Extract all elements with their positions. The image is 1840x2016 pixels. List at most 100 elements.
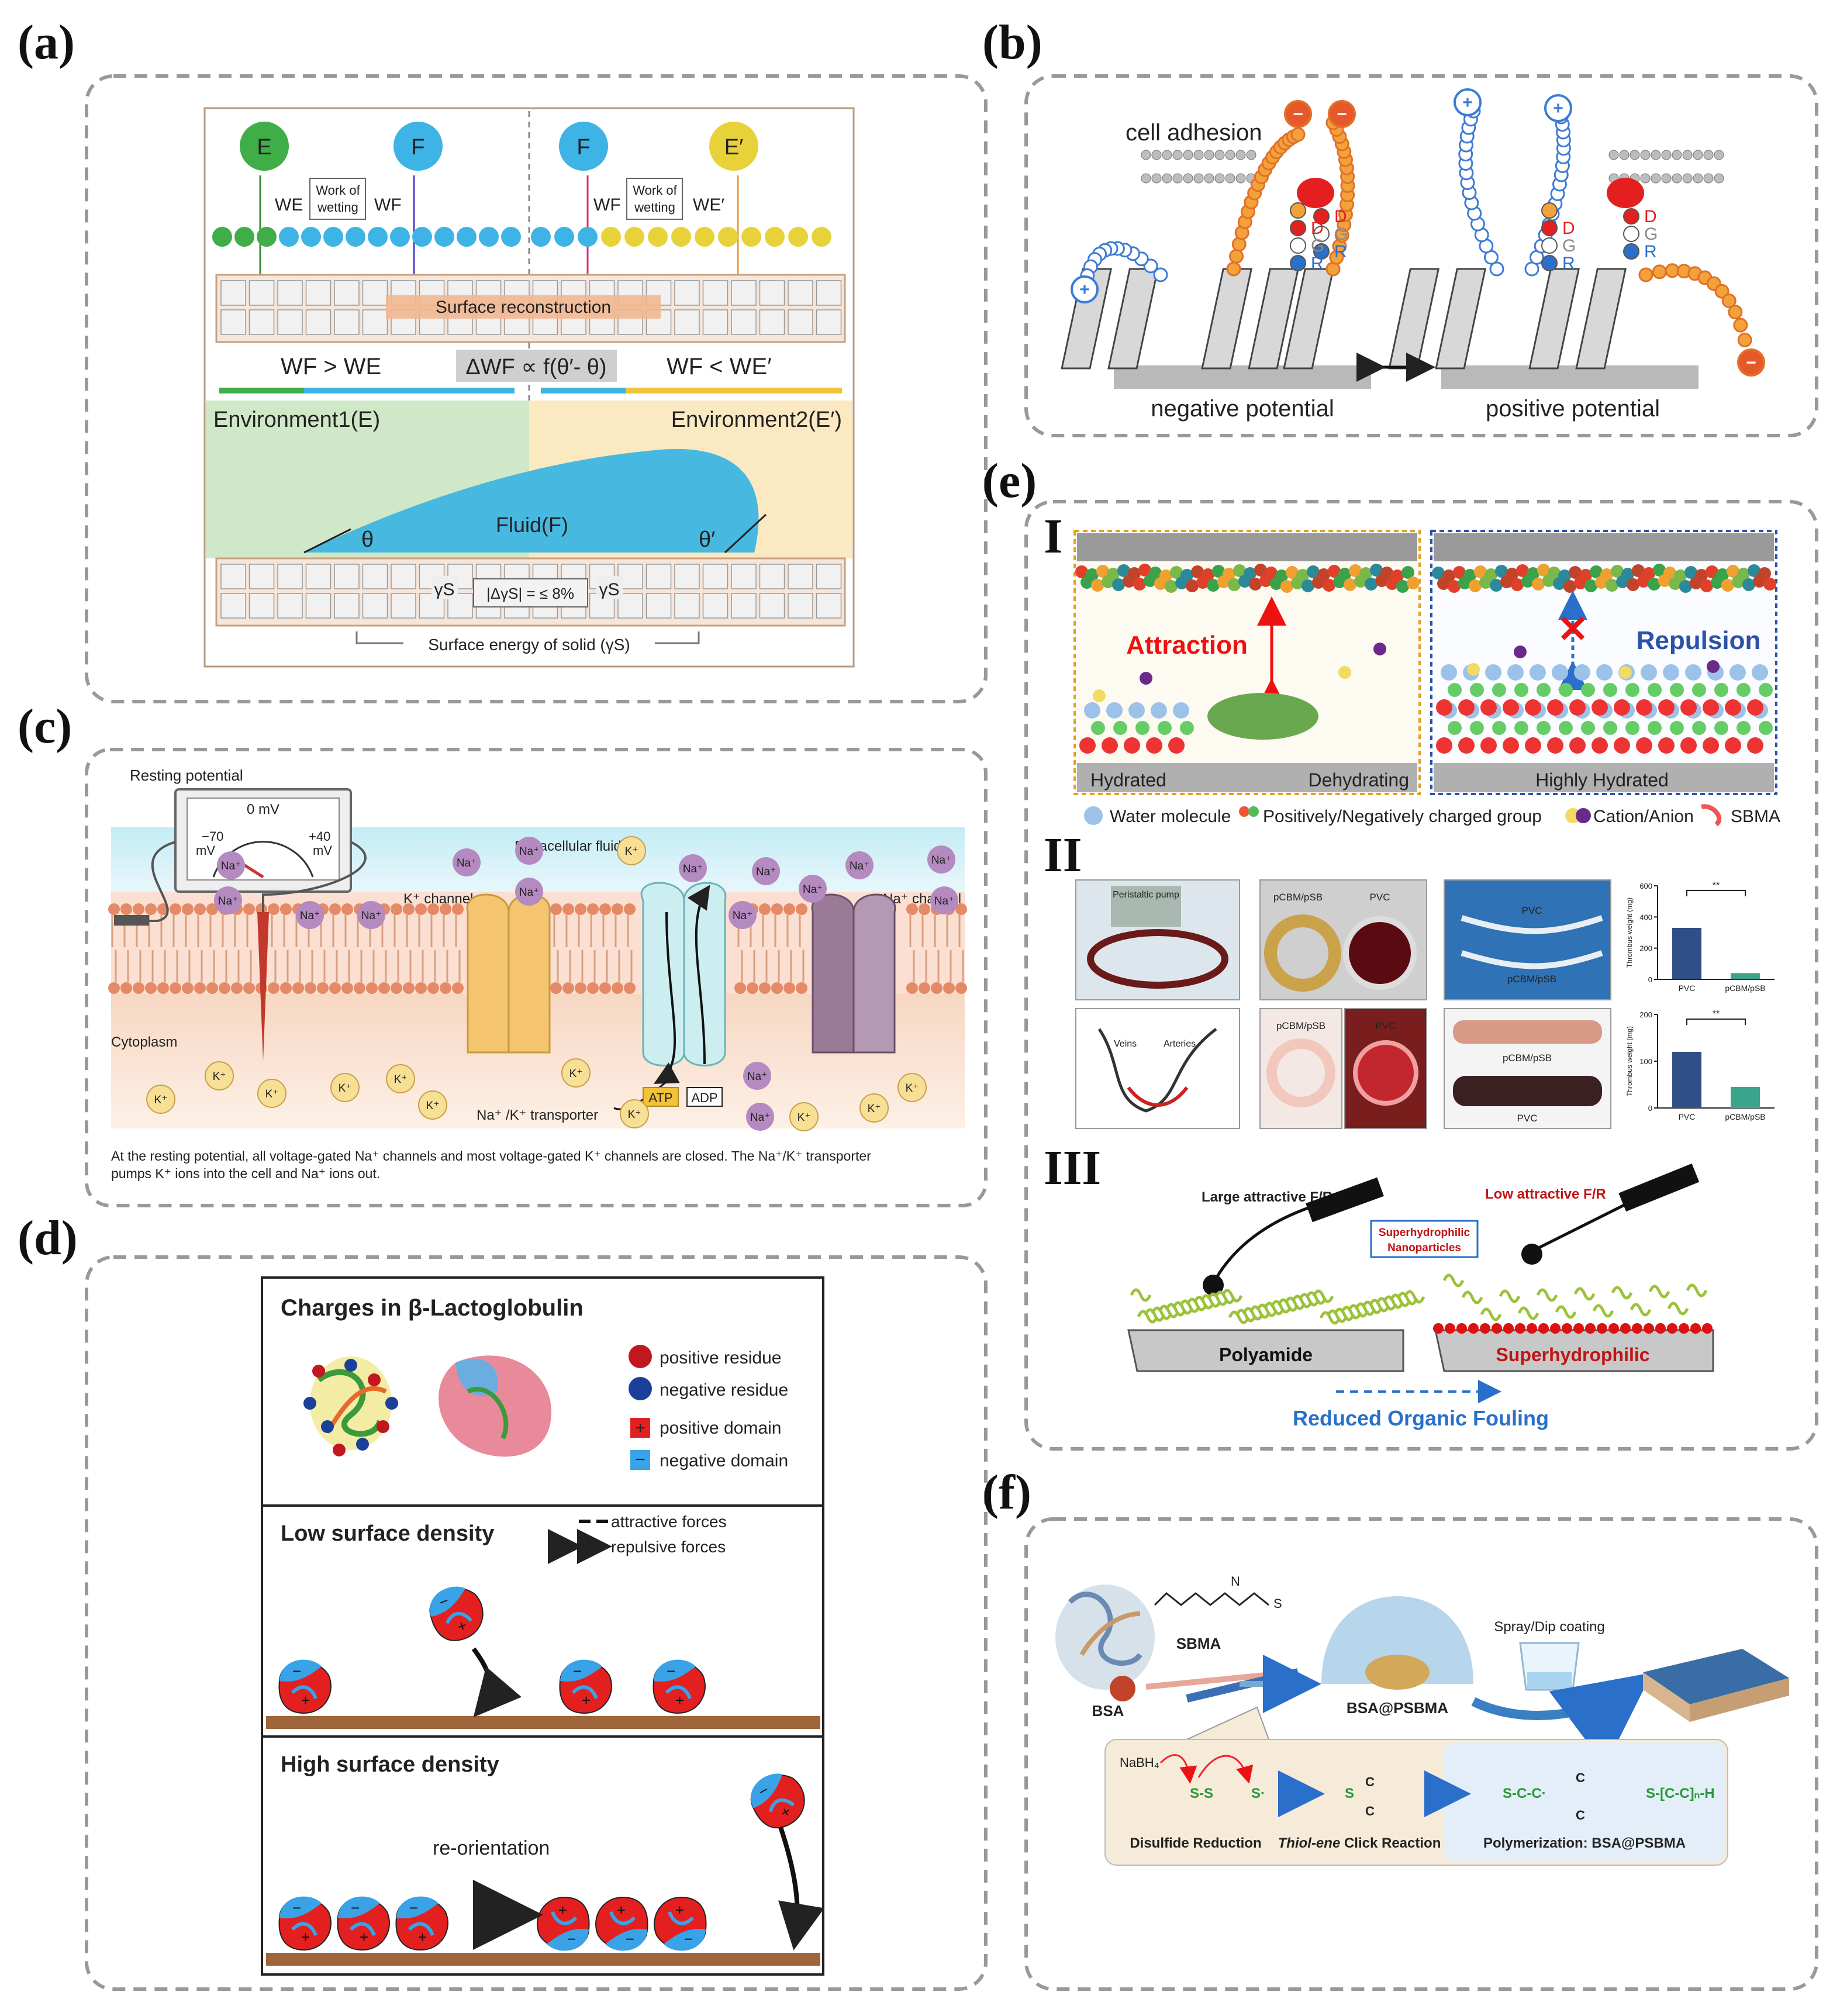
negative-group — [1135, 721, 1149, 735]
delta-w: ΔWF ∝ f(θ′- θ) — [465, 355, 606, 379]
plus-charge-icon — [1544, 94, 1572, 122]
lipid-head — [599, 982, 611, 994]
svg-text:−: − — [573, 1662, 582, 1680]
svg-text:Na⁺ /K⁺ transporter: Na⁺ /K⁺ transporter — [477, 1107, 598, 1123]
protein-cluster — [1453, 566, 1466, 579]
panel-d-frame — [85, 1255, 988, 1991]
grid-cell — [759, 564, 785, 589]
positive-group — [1747, 699, 1763, 716]
svg-text:Na⁺: Na⁺ — [457, 857, 477, 869]
lipid-head — [624, 903, 636, 915]
protein-cluster — [1228, 578, 1241, 591]
svg-text:K⁺: K⁺ — [798, 1111, 811, 1124]
svg-text:−: − — [409, 1899, 418, 1917]
nanotube — [1107, 268, 1159, 370]
svg-text:Na⁺: Na⁺ — [519, 886, 539, 899]
foulant-strand — [1186, 1297, 1208, 1311]
foulant-strand — [1221, 1289, 1243, 1303]
svg-text:K⁺: K⁺ — [569, 1068, 583, 1080]
lipid-head — [206, 982, 218, 994]
foulant-strand — [1648, 1285, 1670, 1299]
lipid-head — [1214, 150, 1225, 160]
lipid-head — [341, 982, 353, 994]
potassium-ion — [330, 1073, 360, 1102]
sodium-ion — [799, 875, 827, 903]
low-fr-label: Low attractive F/R — [1485, 1186, 1606, 1202]
svg-text:PVC: PVC — [1522, 905, 1542, 916]
protein-cluster — [1086, 568, 1099, 581]
negative-group — [1625, 721, 1639, 735]
foulant-strand — [1368, 1299, 1390, 1313]
svg-text:Cytoplasm: Cytoplasm — [111, 1034, 177, 1050]
hydrated-label: Hydrated — [1090, 769, 1166, 790]
lipid-head — [317, 982, 329, 994]
negative-group — [1737, 683, 1751, 697]
x-tick-label: pCBM/pSB — [1725, 1112, 1765, 1121]
svg-text:D: D — [1311, 219, 1324, 238]
foulant-strand — [1326, 1309, 1348, 1323]
sodium-ion — [743, 1062, 771, 1090]
protein-cluster — [1632, 564, 1645, 577]
svg-text:Na⁺: Na⁺ — [361, 910, 381, 922]
svg-text:D: D — [1334, 207, 1347, 226]
lipid-head — [624, 982, 636, 994]
panel-d: (d) Charges in β-Lactoglobulin positive … — [18, 1211, 988, 1991]
nanoparticle — [1702, 1323, 1713, 1334]
grid-cell — [731, 309, 757, 335]
negative-group — [1670, 721, 1684, 735]
chain-bead — [1652, 264, 1667, 279]
negative-group — [1091, 721, 1105, 735]
svg-text:SBMA: SBMA — [1176, 1635, 1221, 1652]
protein-cluster — [1763, 578, 1776, 591]
svg-text:Peristaltic pump: Peristaltic pump — [1113, 890, 1179, 900]
positive-potential-label: positive potential — [1486, 396, 1660, 422]
svg-text:+: + — [582, 1691, 591, 1709]
negative-group — [1470, 721, 1484, 735]
nanotube — [1201, 268, 1253, 370]
svg-text:C: C — [1365, 1804, 1375, 1818]
positive-group — [1614, 699, 1630, 716]
svg-text:pCBM/pSB: pCBM/pSB — [1276, 1020, 1325, 1031]
lipid-head — [783, 903, 795, 915]
delta-gamma: |ΔγS| = ≤ 8% — [486, 585, 574, 602]
grid-cell — [759, 280, 785, 306]
lipid-layers — [1141, 150, 1724, 184]
svg-text:+: + — [675, 1691, 684, 1709]
chain-bead — [1489, 261, 1504, 277]
protein-cluster — [1674, 569, 1687, 582]
protein-cluster — [1611, 565, 1624, 578]
svg-text:θ′: θ′ — [699, 527, 715, 552]
protein-cluster — [1128, 567, 1141, 580]
svg-text:+40: +40 — [309, 829, 330, 844]
positive-group — [1614, 737, 1630, 754]
grid-cell — [362, 593, 388, 619]
protein-cluster — [1653, 564, 1666, 577]
bead — [323, 227, 343, 247]
protein-cluster — [1684, 566, 1697, 579]
protein-cluster — [1584, 579, 1597, 592]
foulant-strand — [1165, 1303, 1187, 1317]
nanoparticle — [1480, 1323, 1490, 1334]
svg-text:I: I — [1044, 509, 1063, 564]
bsa-psbma — [1321, 1596, 1473, 1690]
protein-cluster — [1233, 564, 1246, 577]
svg-text:E′: E′ — [724, 135, 743, 160]
positive-group — [1525, 737, 1541, 754]
panel-c: (c) Resting potential 0 mV −70 mV +40 mV… — [18, 699, 988, 1207]
lipid-head — [170, 982, 181, 994]
legend-negative-residue: negative residue — [660, 1380, 788, 1400]
reduced-fouling-label: Reduced Organic Fouling — [1293, 1406, 1549, 1430]
svg-text:+: + — [1553, 99, 1563, 118]
lipid-head — [1693, 173, 1703, 184]
coated-surface — [1643, 1649, 1789, 1704]
protein-cluster — [1511, 578, 1524, 591]
protein-cluster — [1133, 578, 1146, 591]
svg-text:Na⁺: Na⁺ — [519, 845, 539, 858]
svg-text:+: + — [360, 1928, 368, 1946]
svg-text:Na⁺: Na⁺ — [850, 860, 869, 872]
foulant-strand — [1499, 1289, 1521, 1303]
water-molecule — [1151, 702, 1167, 719]
positive-group — [1168, 737, 1185, 754]
